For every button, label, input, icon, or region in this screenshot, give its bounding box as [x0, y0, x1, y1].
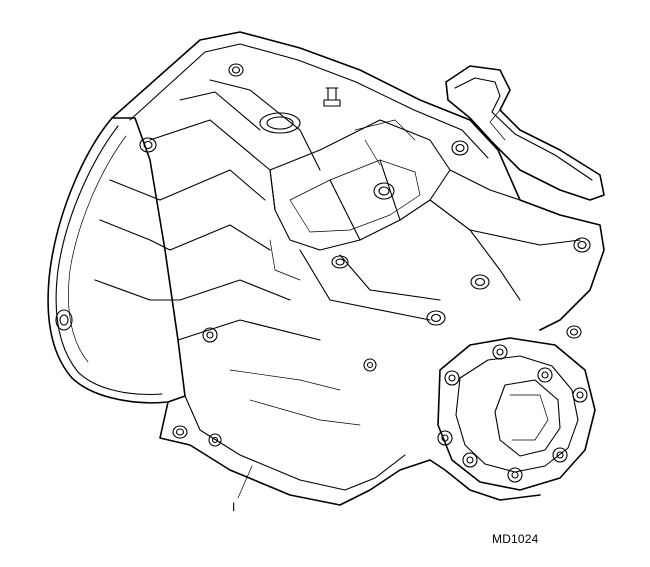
central-web: [269, 119, 451, 251]
bolt: [572, 387, 588, 403]
mounting-hole: [139, 137, 157, 153]
bell-housing-inner-rim: [68, 135, 127, 363]
bolt-group: [202, 327, 588, 483]
bolt: [466, 456, 474, 464]
end-cover-boss: [494, 379, 561, 457]
oil-filler-port: [259, 112, 301, 134]
mounting-hole: [474, 277, 486, 287]
mounting-hole: [175, 428, 185, 436]
bolt: [441, 434, 449, 442]
callout-label: I: [232, 500, 236, 514]
cross-brace-2: [379, 159, 401, 221]
support-rib-4: [449, 169, 521, 201]
bolt: [206, 331, 214, 339]
casting-detail: [249, 399, 361, 426]
shift-bracket: [445, 65, 605, 201]
rib-4: [179, 279, 291, 301]
end-cover-inner: [455, 355, 579, 473]
bolt: [208, 433, 222, 447]
rib-5: [177, 319, 321, 341]
mounting-hole: [451, 140, 469, 156]
mounting-hole: [143, 140, 153, 150]
rib-2: [159, 169, 266, 201]
rib-10: [179, 91, 261, 131]
mounting-hole: [373, 182, 395, 200]
support-rib-2: [339, 254, 441, 301]
bolt: [202, 327, 218, 343]
mounting-hole: [331, 255, 349, 269]
case-bottom-edge: [184, 395, 406, 491]
breather-stud: [323, 87, 341, 107]
bolt: [537, 367, 553, 383]
rib-6: [99, 219, 171, 251]
bolt: [448, 374, 456, 382]
bolt: [541, 371, 549, 379]
bolt: [211, 436, 219, 444]
mounting-hole: [566, 325, 582, 339]
rib-7: [94, 279, 181, 301]
mounting-hole: [426, 310, 446, 326]
bolt: [366, 361, 374, 369]
bolt: [363, 358, 377, 372]
figure-reference: MD1024: [492, 532, 539, 546]
mounting-hole: [573, 237, 591, 253]
rib-9: [209, 79, 321, 171]
mounting-hole: [172, 425, 188, 439]
mounting-holes: [55, 63, 591, 439]
support-rib-5: [469, 229, 581, 246]
main-case-top: [111, 31, 605, 331]
main-case-top-inner: [129, 43, 489, 159]
mounting-hole: [55, 309, 73, 331]
mounting-hole: [231, 66, 241, 74]
central-web-inner: [289, 159, 421, 233]
cross-brace: [329, 179, 361, 241]
mounting-hole: [59, 314, 69, 326]
mounting-hole: [335, 258, 345, 266]
mounting-hole: [455, 143, 465, 153]
oil-filler-port-inner: [266, 116, 294, 130]
mounting-hole: [228, 63, 244, 77]
shift-bracket-inner: [454, 77, 593, 181]
bolt: [507, 467, 523, 483]
mounting-hole: [430, 313, 442, 323]
bolt: [496, 348, 504, 356]
casting-detail: [354, 119, 416, 141]
bolt: [552, 447, 568, 463]
rib-3: [169, 224, 271, 251]
end-cover: [437, 337, 596, 491]
bolt: [492, 344, 508, 360]
mounting-hole: [577, 240, 587, 250]
bell-housing-outline: [47, 117, 186, 404]
support-rib-3: [429, 199, 521, 301]
casting-detail: [229, 369, 341, 391]
bolt: [437, 430, 453, 446]
rib-8: [109, 179, 161, 201]
support-rib: [299, 249, 431, 321]
end-cover-detail: [509, 394, 549, 441]
bolt: [444, 370, 460, 386]
mounting-hole: [470, 274, 490, 290]
bolt: [511, 471, 519, 479]
mounting-hole: [569, 328, 579, 336]
bolt: [576, 391, 584, 399]
mounting-hole: [378, 186, 390, 196]
callout-leader-line: [237, 465, 253, 499]
shift-bracket-edge: [489, 109, 506, 141]
casting-detail: [269, 239, 301, 281]
main-case-lower: [159, 401, 541, 506]
bolt: [462, 452, 478, 468]
bolt: [556, 451, 564, 459]
casting-detail: [364, 139, 381, 166]
